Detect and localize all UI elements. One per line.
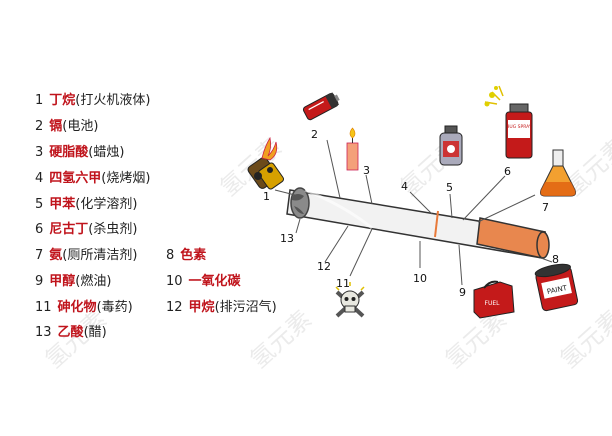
legend-chemical: 砷化物 [57, 300, 97, 315]
callout-10: 10 [413, 272, 427, 285]
legend-number: 1 [35, 93, 44, 108]
legend-chemical: 氨 [49, 248, 63, 263]
legend-item-13: 13 乙酸(醋) [35, 325, 107, 341]
legend-chemical: 镉 [49, 119, 63, 134]
legend-use: (醋) [83, 325, 107, 340]
gas-can-icon: FUEL [473, 280, 515, 319]
callout-7: 7 [542, 201, 549, 214]
skull-crossbones-icon [335, 282, 365, 318]
spray-can-icon: BUG SPRAY [484, 85, 533, 159]
legend-item-6: 6 尼古丁(杀虫剂) [35, 222, 137, 238]
callout-6: 6 [504, 165, 511, 178]
legend-number: 7 [35, 248, 44, 263]
highlight [304, 188, 373, 230]
legend-chemical: 丁烷 [49, 93, 76, 108]
legend-chemical: 四氢六甲 [49, 171, 102, 186]
callout-9: 9 [459, 286, 466, 299]
legend-item-5: 5 甲苯(化学溶剂) [35, 197, 137, 213]
legend-chemical: 甲烷 [188, 300, 215, 315]
legend-use: (排污沼气) [214, 300, 277, 315]
callout-3: 3 [363, 164, 370, 177]
battery-icon [302, 92, 340, 121]
legend-number: 10 [166, 274, 183, 289]
filter-end [536, 231, 550, 259]
legend-number: 9 [35, 274, 44, 289]
legend-number: 13 [35, 325, 52, 340]
legend-chemical: 甲醇 [49, 274, 76, 289]
legend-item-11: 11 砷化物(毒药) [35, 300, 133, 316]
legend-item-8: 8 色素 [166, 248, 206, 264]
legend-item-12: 12 甲烷(排污沼气) [166, 300, 277, 316]
legend-chemical: 乙酸 [57, 325, 84, 340]
legend-item-3: 3 硬脂酸(蜡烛) [35, 145, 124, 161]
legend-item-4: 4 四氢六甲(烧烤烟) [35, 171, 150, 187]
legend-number: 5 [35, 197, 44, 212]
ash [292, 194, 304, 214]
flask-icon [540, 149, 576, 197]
legend-use: (电池) [62, 119, 99, 134]
legend-item-10: 10 一氧化碳 [166, 274, 241, 290]
legend-use: (化学溶剂) [75, 197, 138, 212]
callout-11: 11 [336, 277, 350, 290]
legend-number: 8 [166, 248, 175, 263]
legend-chemical: 硬脂酸 [49, 145, 89, 160]
callout-4: 4 [401, 180, 408, 193]
callout-1: 1 [263, 190, 270, 203]
legend-use: (烧烤烟) [101, 171, 151, 186]
legend-use: (毒药) [96, 300, 133, 315]
callout-5: 5 [446, 181, 453, 194]
leader-lines [274, 139, 553, 286]
legend-number: 2 [35, 119, 44, 134]
legend-number: 6 [35, 222, 44, 237]
legend-number: 11 [35, 300, 52, 315]
callout-8: 8 [552, 253, 559, 266]
legend-item-9: 9 甲醇(燃油) [35, 274, 111, 290]
legend-use: (打火机液体) [75, 93, 151, 108]
callout-13: 13 [280, 232, 294, 245]
legend-chemical: 甲苯 [49, 197, 76, 212]
legend-number: 3 [35, 145, 44, 160]
legend-use: (蜡烛) [88, 145, 125, 160]
candle-icon [346, 127, 359, 171]
paint-can-icon: PAINT [534, 263, 579, 312]
callout-12: 12 [317, 260, 331, 273]
legend-number: 12 [166, 300, 183, 315]
legend-use: (杀虫剂) [88, 222, 138, 237]
spray-can-label: BUG SPRAY [506, 124, 532, 130]
legend-use: (厕所清洁剂) [62, 248, 138, 263]
smoke-bottle-icon [439, 125, 463, 166]
legend-item-1: 1 丁烷(打火机液体) [35, 93, 150, 109]
lighter-icon [247, 136, 285, 190]
legend-use: (燃油) [75, 274, 112, 289]
legend-chemical: 色素 [180, 248, 207, 263]
callout-2: 2 [311, 128, 318, 141]
gas-can-label: FUEL [485, 300, 501, 307]
legend-chemical: 尼古丁 [49, 222, 89, 237]
paper-band [434, 210, 439, 238]
legend-number: 4 [35, 171, 44, 186]
callout-numbers: 1 2 3 4 5 6 7 8 9 10 11 12 13 [263, 128, 559, 299]
legend-chemical: 一氧化碳 [188, 274, 241, 289]
